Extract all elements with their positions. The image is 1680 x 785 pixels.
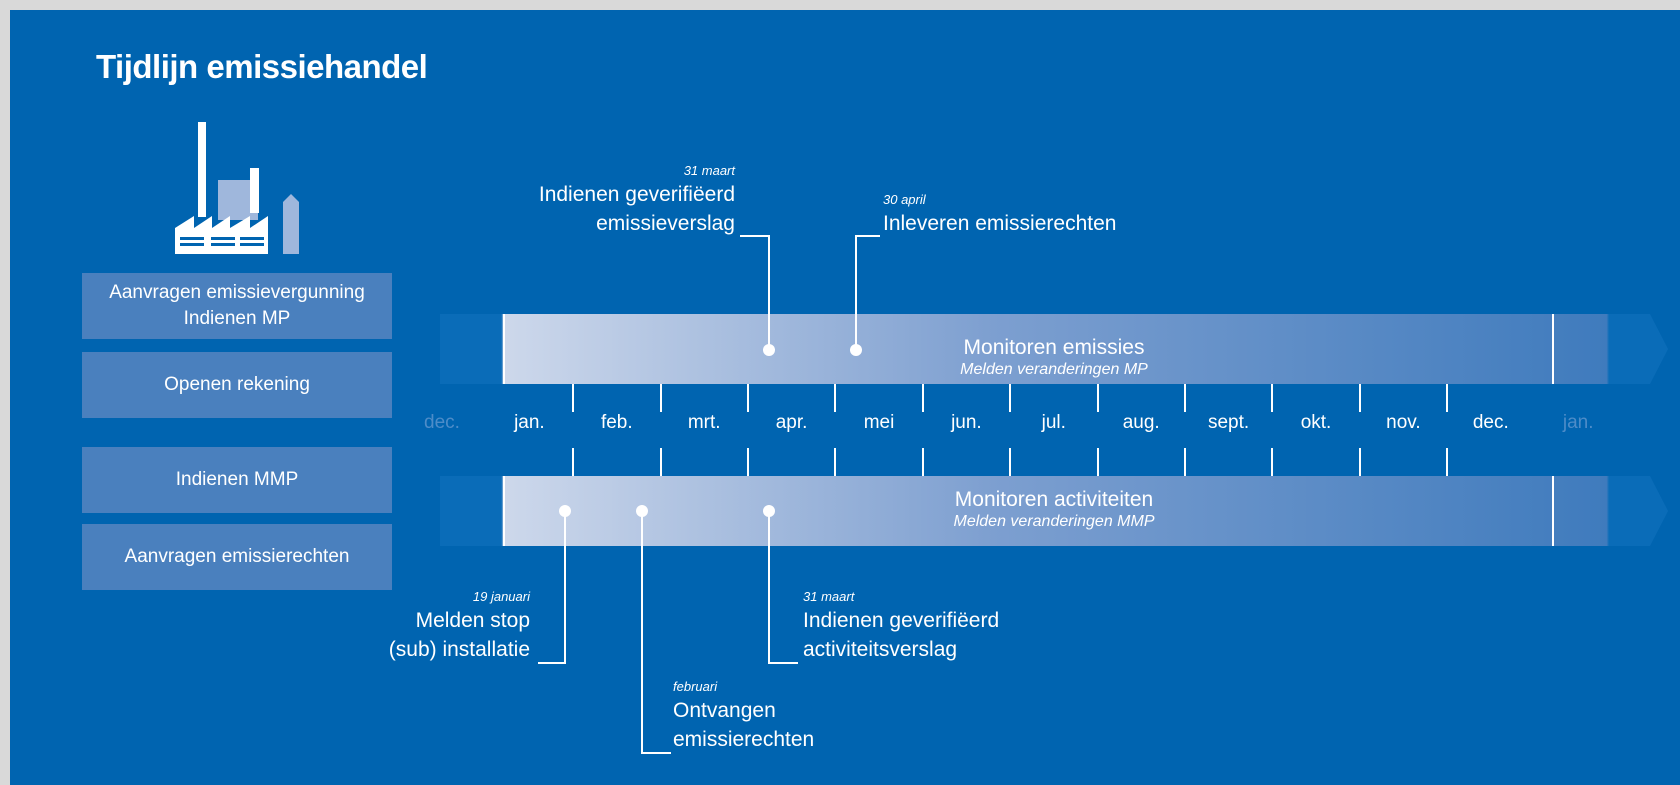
side-item-emissievergunning: Aanvragen emissievergunning Indienen MP	[82, 273, 392, 339]
month-label: jan.	[514, 412, 545, 433]
side-item-label: Openen rekening	[164, 374, 310, 395]
month-label: mei	[863, 412, 895, 433]
month-tick	[1183, 384, 1186, 412]
band-title: Monitoren emissies	[963, 336, 1145, 359]
month-label: jul.	[1041, 412, 1066, 433]
month-tick	[659, 448, 662, 476]
month-label: apr.	[775, 412, 808, 433]
callout-ontvangen: februari Ontvangen emissierechten	[673, 678, 893, 754]
month-label: jan.	[1562, 412, 1594, 433]
month-label: okt.	[1300, 412, 1332, 433]
month-tick	[834, 384, 837, 412]
callout-inleveren: 30 april Inleveren emissierechten	[883, 191, 1203, 238]
month-tick	[572, 384, 575, 412]
callout-title: emissierechten	[673, 728, 815, 751]
month-label: dec.	[424, 412, 460, 433]
side-item-label: Indienen MP	[183, 308, 291, 329]
band-subtitle: Melden veranderingen MMP	[953, 513, 1155, 530]
month-tick	[834, 448, 837, 476]
month-tick	[1009, 384, 1012, 412]
callout-verslag-activiteit: 31 maart Indienen geverifiëerd activitei…	[803, 588, 1083, 664]
month-label: nov.	[1386, 412, 1421, 433]
month-tick	[1096, 448, 1099, 476]
month-label: feb.	[600, 412, 633, 433]
month-tick	[659, 384, 662, 412]
month-label: jun.	[951, 412, 982, 433]
callout-title: Melden stop	[415, 609, 530, 632]
factory-icon	[175, 122, 299, 254]
month-label: sept.	[1207, 412, 1250, 433]
band-monitoren-activiteiten: Monitoren activiteiten Melden veranderin…	[440, 476, 1668, 546]
callout-title: Indienen geverifiëerd	[538, 183, 735, 206]
side-item-rekening: Openen rekening	[82, 352, 392, 418]
callout-title: Ontvangen	[673, 699, 776, 722]
milestone-dot	[850, 344, 862, 356]
side-item-emissierechten: Aanvragen emissierechten	[82, 524, 392, 590]
callout-date: 31 maart	[683, 163, 735, 178]
band-monitoren-emissies: Monitoren emissies Melden veranderingen …	[440, 314, 1668, 384]
month-tick	[921, 448, 924, 476]
callout-date: 19 januari	[472, 589, 530, 604]
month-tick	[746, 384, 749, 412]
page-title: Tijdlijn emissiehandel	[96, 48, 428, 85]
month-tick	[1358, 448, 1361, 476]
callout-title: (sub) installatie	[388, 638, 530, 661]
month-tick	[746, 448, 749, 476]
timeline-infographic: Tijdlijn emissiehandel Aanvragen emissie…	[10, 10, 1680, 785]
callout-verslag-emissie: 31 maart Indienen geverifiëerd emissieve…	[430, 162, 735, 238]
month-label: aug.	[1122, 412, 1160, 433]
callout-date: februari	[673, 679, 718, 694]
month-label: dec.	[1472, 412, 1509, 433]
month-tick	[1271, 384, 1274, 412]
band-subtitle: Melden veranderingen MP	[960, 361, 1148, 378]
month-tick	[1446, 448, 1449, 476]
callout-title: Inleveren emissierechten	[883, 212, 1117, 235]
month-tick	[1183, 448, 1186, 476]
side-item-label: Indienen MMP	[175, 469, 299, 490]
month-label: mrt.	[687, 412, 721, 433]
band-title: Monitoren activiteiten	[954, 488, 1154, 511]
callout-melden-stop: 19 januari Melden stop (sub) installatie	[330, 588, 530, 664]
month-tick	[1009, 448, 1012, 476]
callout-date: 30 april	[883, 192, 926, 207]
side-item-label: Aanvragen emissievergunning	[109, 282, 365, 303]
callout-title: activiteitsverslag	[803, 638, 958, 661]
month-tick	[1446, 384, 1449, 412]
month-tick	[572, 448, 575, 476]
month-tick	[1096, 384, 1099, 412]
month-tick	[1358, 384, 1361, 412]
milestone-dot	[763, 344, 775, 356]
side-item-mmp: Indienen MMP	[82, 447, 392, 513]
month-tick	[921, 384, 924, 412]
callout-title: emissieverslag	[596, 212, 735, 235]
side-item-label: Aanvragen emissierechten	[124, 546, 350, 567]
callout-title: Indienen geverifiëerd	[803, 609, 1000, 632]
month-tick	[1271, 448, 1274, 476]
callout-date: 31 maart	[803, 589, 855, 604]
